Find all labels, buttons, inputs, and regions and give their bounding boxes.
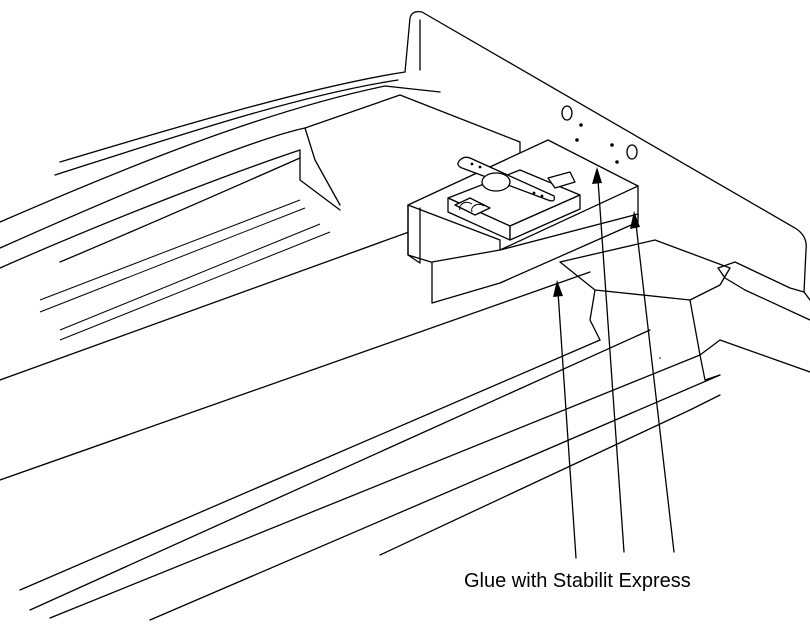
fuselage-outer-lines xyxy=(0,71,721,621)
wing-saddle xyxy=(559,239,731,356)
side-panel xyxy=(404,10,810,381)
arrowhead-2 xyxy=(592,167,602,184)
mount-hole-right xyxy=(626,144,638,160)
mount-hole-left xyxy=(561,105,573,121)
fuselage-inner-channel xyxy=(39,94,521,341)
servo-output-shaft xyxy=(481,172,511,192)
arrowhead-3 xyxy=(630,211,640,229)
arrowhead-1 xyxy=(553,280,563,297)
glue-instruction-label: Glue with Stabilit Express xyxy=(464,570,691,592)
servo xyxy=(447,156,581,241)
callout-arrows xyxy=(553,167,675,559)
servo-mount-tab-right xyxy=(547,171,576,189)
